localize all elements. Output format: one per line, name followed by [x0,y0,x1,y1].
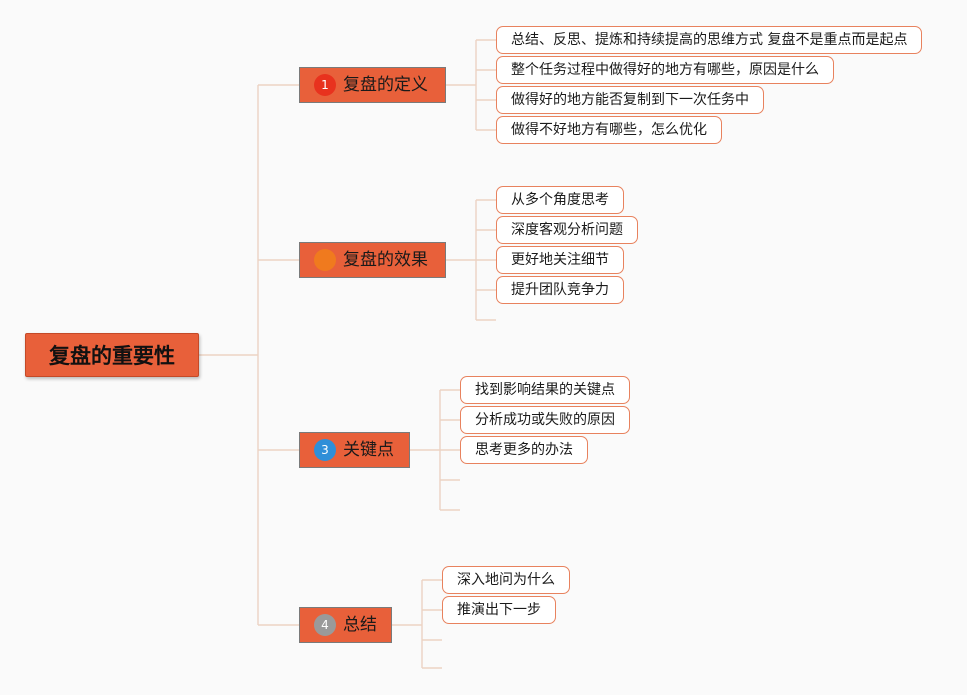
branch-title: 复盘的定义 [343,75,428,95]
branch-key-points[interactable]: 3 关键点 [299,432,410,468]
connector [410,389,460,511]
leaf-topic[interactable]: 更好地关注细节 [496,246,624,274]
connector [392,579,442,669]
leaf-topic[interactable]: 分析成功或失败的原因 [460,406,630,434]
leaf-topic[interactable]: 找到影响结果的关键点 [460,376,630,404]
leaf-topic[interactable]: 深入地问为什么 [442,566,570,594]
branch-title: 复盘的效果 [343,250,428,270]
leaf-topic[interactable]: 整个任务过程中做得好的地方有哪些，原因是什么 [496,56,834,84]
branch-title: 关键点 [343,440,394,460]
connector [199,85,259,625]
number-3-icon: 3 [314,439,336,461]
leaf-topic[interactable]: 推演出下一步 [442,596,556,624]
leaf-topic[interactable]: 从多个角度思考 [496,186,624,214]
connector [446,39,496,131]
leaf-topic[interactable]: 思考更多的办法 [460,436,588,464]
connector [258,84,299,626]
leaf-topic[interactable]: 做得不好地方有哪些，怎么优化 [496,116,722,144]
number-2-icon [314,249,336,271]
leaf-topic[interactable]: 深度客观分析问题 [496,216,638,244]
branch-title: 总结 [343,615,377,635]
leaf-topic[interactable]: 提升团队竞争力 [496,276,624,304]
branch-definition[interactable]: 1 复盘的定义 [299,67,446,103]
branch-effect[interactable]: 复盘的效果 [299,242,446,278]
number-1-icon: 1 [314,74,336,96]
leaf-topic[interactable]: 做得好的地方能否复制到下一次任务中 [496,86,764,114]
connector [446,199,496,321]
leaf-topic[interactable]: 总结、反思、提炼和持续提高的思维方式 复盘不是重点而是起点 [496,26,923,54]
branch-summary[interactable]: 4 总结 [299,607,392,643]
number-4-icon: 4 [314,614,336,636]
root-topic[interactable]: 复盘的重要性 [25,333,199,377]
